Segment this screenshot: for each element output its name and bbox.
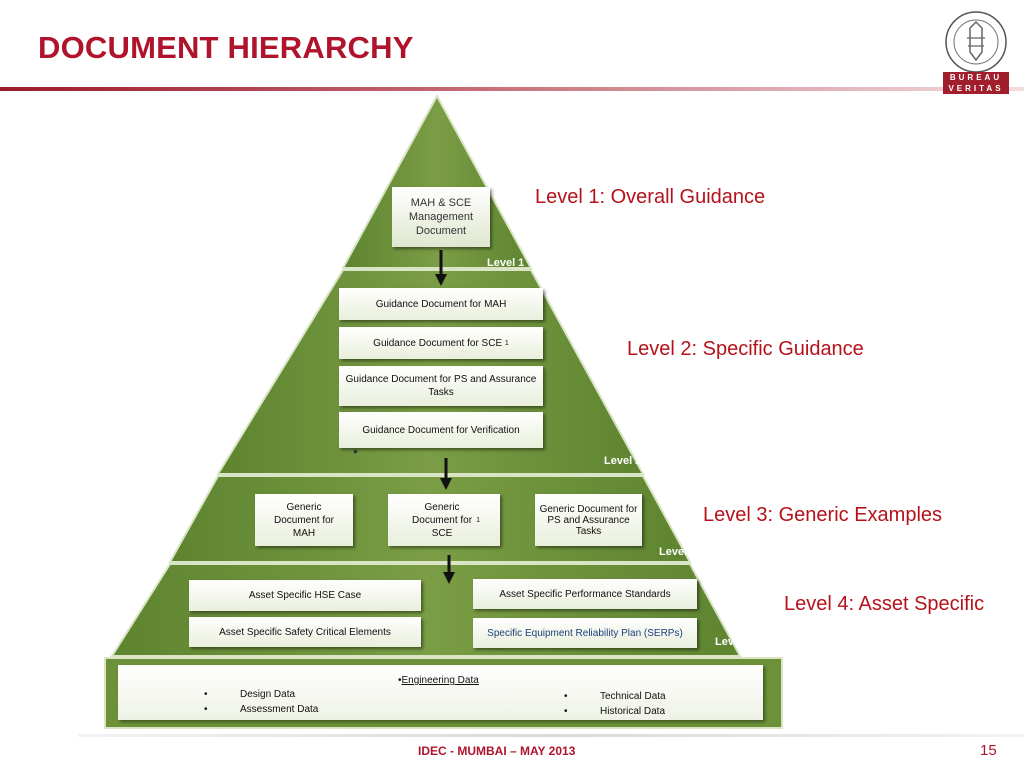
list-bullet: • [564, 706, 568, 717]
level-4-tag: Level 4 [715, 636, 753, 648]
title-divider [0, 87, 1024, 91]
asset-specific-hse-case-label: Asset Specific HSE Case [248, 590, 362, 601]
mah-sce-management-document: MAH & SCE Management Document [392, 187, 490, 247]
stray-bullet: • [353, 443, 358, 459]
specific-equipment-reliability-plan-label: Specific Equipment Reliability Plan (SER… [487, 627, 683, 639]
generic-doc-sce-superscript: 1 [476, 516, 480, 524]
list-item: • Historical Data [564, 704, 666, 719]
asset-specific-safety-critical-elements: Asset Specific Safety Critical Elements [189, 617, 421, 647]
level-2-tag: Level 2 [604, 455, 642, 467]
level-1-caption: Level 1: Overall Guidance [535, 186, 766, 208]
generic-doc-mah-label: Generic Document for MAH [273, 501, 335, 539]
guidance-doc-sce-label: Guidance Document for SCE [373, 337, 503, 349]
level-3-tag: Level 3 [659, 546, 697, 558]
asset-specific-performance-standards-label: Asset Specific Performance Standards [499, 588, 671, 600]
guidance-doc-verification: Guidance Document for Verification [339, 412, 543, 448]
arrow-level1-to-2 [435, 250, 447, 286]
engineering-data-panel: •Engineering Data •Design Data •Assessme… [118, 665, 763, 720]
generic-doc-ps-assurance: Generic Document for PS and Assurance Ta… [535, 494, 642, 546]
engineering-data-prefix: • [398, 675, 402, 686]
list-bullet: • [204, 689, 208, 700]
guidance-doc-ps-assurance-label: Guidance Document for PS and Assurance T… [345, 374, 537, 398]
list-item-text: Assessment Data [240, 704, 319, 715]
logo-word-veritas: VERITAS [943, 83, 1009, 94]
engineering-left-list: • Design Data • Assessment Data [204, 687, 318, 717]
asset-specific-safety-critical-elements-label: Asset Specific Safety Critical Elements [219, 626, 391, 638]
page-title: DOCUMENT HIERARCHY [38, 30, 414, 65]
engineering-data-label: Engineering Data [401, 675, 479, 686]
list-item-text: Historical Data [600, 706, 666, 717]
generic-doc-ps-assurance-label: Generic Document for PS and Assurance Ta… [539, 503, 638, 537]
generic-doc-mah: Generic Document for MAH [255, 494, 353, 546]
specific-equipment-reliability-plan: Specific Equipment Reliability Plan (SER… [473, 618, 697, 648]
guidance-doc-ps-assurance: Guidance Document for PS and Assurance T… [339, 366, 543, 406]
guidance-doc-sce-superscript: 1 [504, 339, 509, 347]
arrow-level3-to-4 [443, 555, 455, 584]
asset-specific-hse-case: Asset Specific HSE Case [189, 580, 421, 611]
list-item: • Assessment Data [204, 702, 318, 717]
level-3-caption: Level 3: Generic Examples [703, 504, 943, 526]
page-number: 15 [980, 742, 997, 759]
list-item-text: Technical Data [600, 691, 666, 702]
list-bullet: • [564, 691, 568, 702]
list-item: • Technical Data [564, 689, 666, 704]
engineering-data-title: •Engineering Data [398, 675, 479, 686]
guidance-doc-sce: Guidance Document for SCE 1 [339, 327, 543, 359]
generic-doc-sce-label: Generic Document for SCE [412, 501, 473, 539]
level-4-caption: Level 4: Asset Specific [784, 593, 985, 615]
asset-specific-performance-standards: Asset Specific Performance Standards [473, 579, 697, 609]
engineering-right-list: • Technical Data • Historical Data [564, 689, 666, 719]
list-item-text: Design Data [240, 689, 296, 700]
footer-event: IDEC - MUMBAI – MAY 2013 [418, 744, 576, 758]
guidance-doc-mah: Guidance Document for MAH [339, 288, 543, 320]
logo-word-bureau: BUREAU [943, 72, 1009, 83]
level-2-caption: Level 2: Specific Guidance [627, 338, 864, 360]
footer-divider [78, 734, 1024, 737]
arrow-level2-to-3 [440, 458, 452, 490]
guidance-doc-verification-label: Guidance Document for Verification [362, 424, 520, 436]
list-bullet: • [204, 704, 208, 715]
guidance-doc-mah-label: Guidance Document for MAH [375, 298, 507, 310]
level-1-tag: Level 1 [487, 257, 525, 269]
list-item: • Design Data [204, 687, 318, 702]
